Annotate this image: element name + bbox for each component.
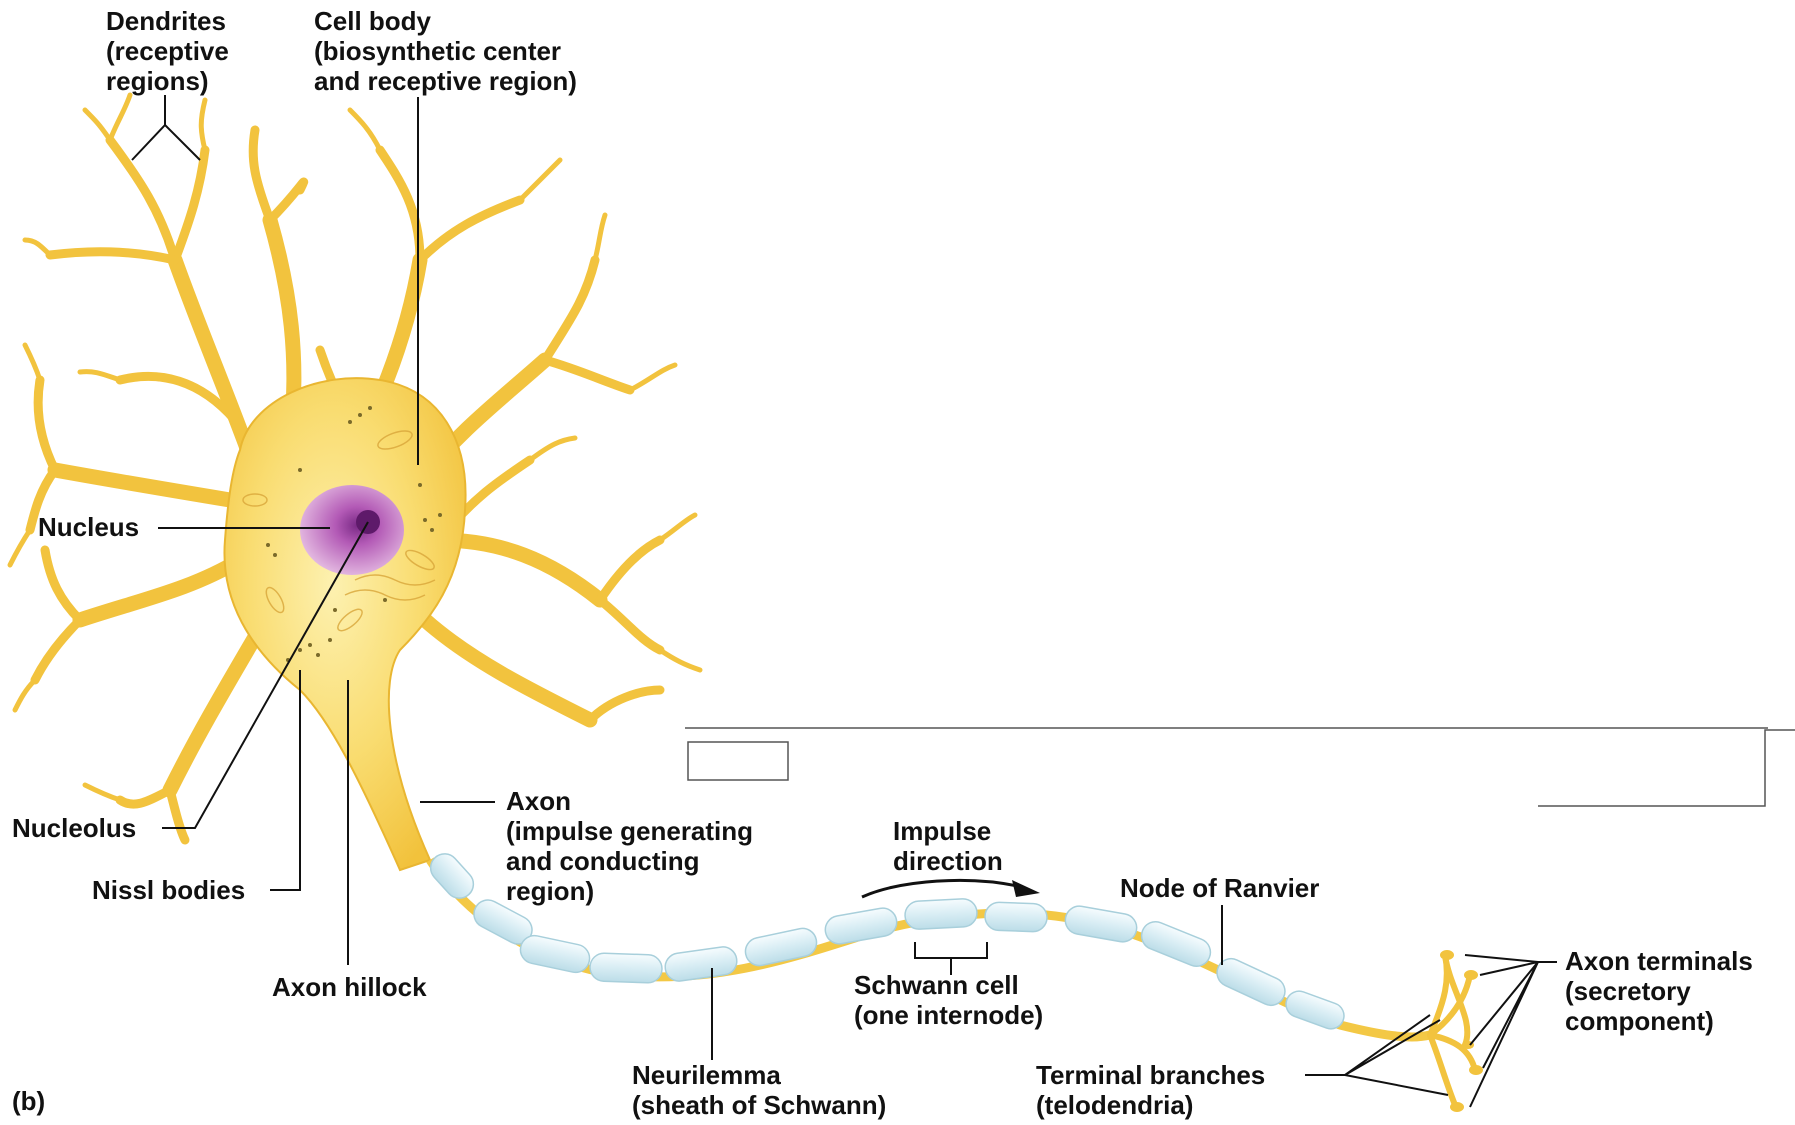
nucleus-shape <box>300 485 404 575</box>
axon-label-line4: region) <box>506 876 753 906</box>
neurilemma-label-line1: Neurilemma <box>632 1060 886 1090</box>
cell-body-label: Cell body (biosynthetic center and recep… <box>314 6 577 96</box>
terminal-branches-label-line2: (telodendria) <box>1036 1090 1265 1120</box>
cell-body-label-line1: Cell body <box>314 6 577 36</box>
impulse-direction-line2: direction <box>893 846 1003 876</box>
dendrites-label: Dendrites (receptive regions) <box>106 6 229 96</box>
dendrites-label-line1: Dendrites <box>106 6 229 36</box>
axon-terminals-label-line2: (secretory <box>1565 976 1753 1006</box>
axon-label-line2: (impulse generating <box>506 816 753 846</box>
cell-body-label-line2: (biosynthetic center <box>314 36 577 66</box>
dendrites-label-line2: (receptive <box>106 36 229 66</box>
terminal-branches-label-line1: Terminal branches <box>1036 1060 1265 1090</box>
schwann-cell-label: Schwann cell (one internode) <box>854 970 1043 1030</box>
axon-hillock-label: Axon hillock <box>272 972 427 1002</box>
axon-label: Axon (impulse generating and conducting … <box>506 786 753 906</box>
dendrites-label-line3: regions) <box>106 66 229 96</box>
cell-body-label-line3: and receptive region) <box>314 66 577 96</box>
nucleolus-label: Nucleolus <box>12 813 136 843</box>
schwann-cell-label-line1: Schwann cell <box>854 970 1043 1000</box>
node-of-ranvier-label: Node of Ranvier <box>1120 873 1319 903</box>
neurilemma-label-line2: (sheath of Schwann) <box>632 1090 886 1120</box>
impulse-direction-label: Impulse direction <box>893 816 1003 876</box>
neurilemma-label: Neurilemma (sheath of Schwann) <box>632 1060 886 1120</box>
terminal-branches-label: Terminal branches (telodendria) <box>1036 1060 1265 1120</box>
nissl-bodies-label: Nissl bodies <box>92 875 245 905</box>
mask-boxes <box>685 728 1795 806</box>
axon-terminals-label: Axon terminals (secretory component) <box>1565 946 1753 1036</box>
impulse-direction-arrow <box>862 880 1022 897</box>
axon-label-line3: and conducting <box>506 846 753 876</box>
schwann-cell-label-line2: (one internode) <box>854 1000 1043 1030</box>
axon-label-line1: Axon <box>506 786 753 816</box>
impulse-direction-line1: Impulse <box>893 816 1003 846</box>
axon-terminals-label-line1: Axon terminals <box>1565 946 1753 976</box>
impulse-arrowhead <box>1012 880 1040 897</box>
nucleus-label: Nucleus <box>38 512 139 542</box>
axon-terminals-label-line3: component) <box>1565 1006 1753 1036</box>
panel-letter: (b) <box>12 1086 45 1116</box>
